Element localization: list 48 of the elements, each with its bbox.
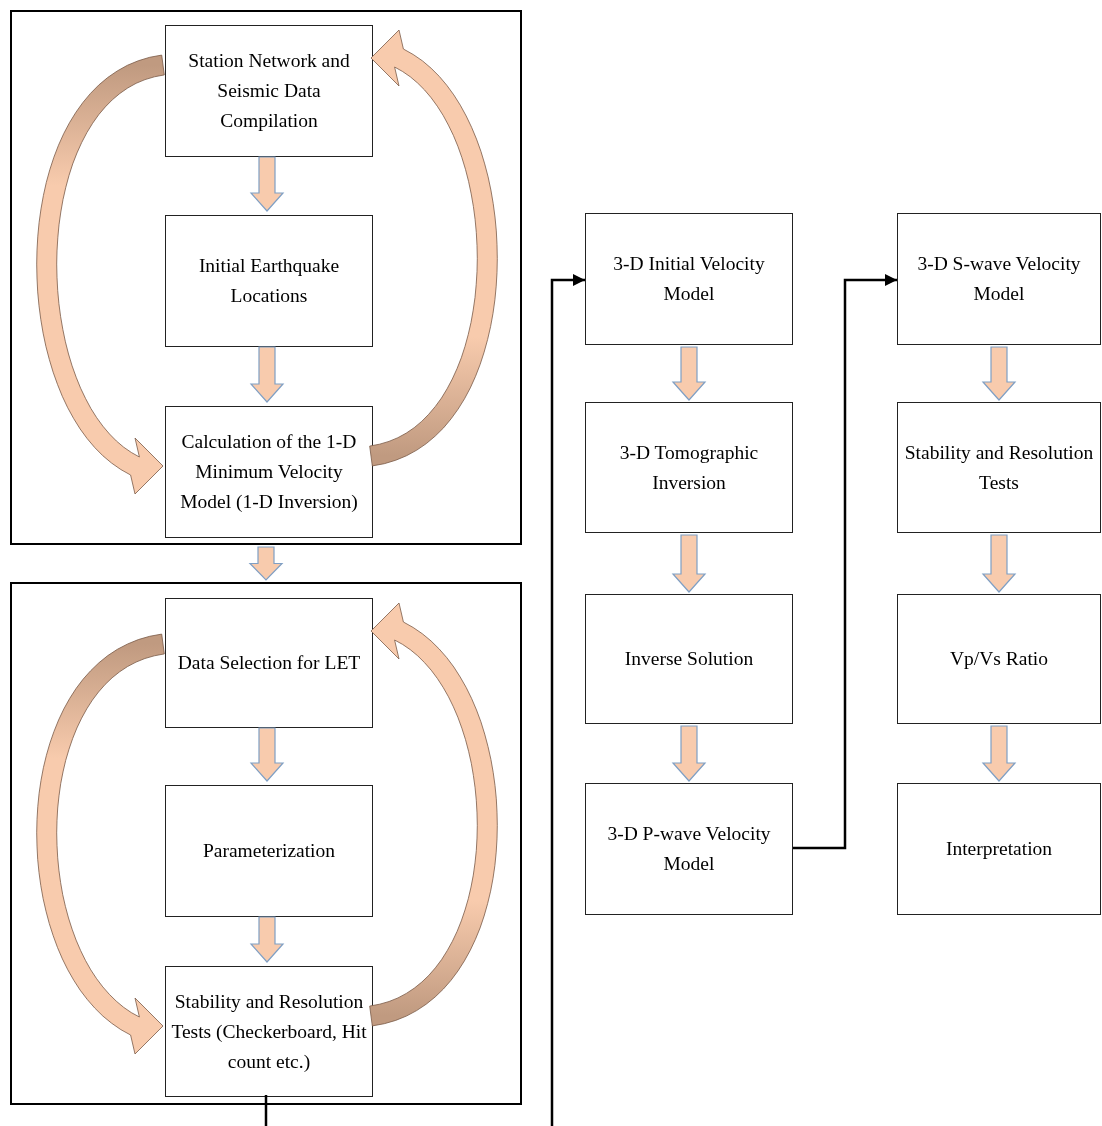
box-label: Station Network and Seismic Data Compilation xyxy=(187,49,351,133)
block-arrow xyxy=(981,725,1017,782)
connector-line xyxy=(264,1095,268,1126)
arrow xyxy=(550,274,585,1126)
block-arrow xyxy=(671,534,707,593)
process-box xyxy=(897,213,1101,345)
box-label: Stability and Resolution Tests xyxy=(903,440,1095,495)
box-label: Interpretation xyxy=(944,837,1054,861)
arrow xyxy=(793,274,897,850)
box-label: Parameterization xyxy=(201,839,337,863)
box-label: 3-D S-wave Velocity Model xyxy=(916,252,1082,306)
process-box xyxy=(897,783,1101,915)
box-label: Stability and Resolution Tests (Checkerboard, Hit count etc.) xyxy=(170,989,368,1074)
process-box xyxy=(585,783,793,915)
box-label: Initial Earthquake Locations xyxy=(197,254,341,308)
block-arrow xyxy=(671,725,707,782)
process-box xyxy=(165,785,373,917)
process-box xyxy=(165,598,373,728)
box-label: 3-D Tomographic Inversion xyxy=(618,440,760,495)
process-box xyxy=(165,406,373,538)
box-label: 3-D Initial Velocity Model xyxy=(612,252,766,306)
process-box xyxy=(165,966,373,1097)
process-box xyxy=(165,215,373,347)
block-arrow xyxy=(671,346,707,401)
process-box xyxy=(585,402,793,533)
process-box xyxy=(897,594,1101,724)
box-label: Vp/Vs Ratio xyxy=(948,647,1049,671)
process-box xyxy=(585,213,793,345)
curved-block-arrow xyxy=(36,54,165,495)
block-arrow xyxy=(249,916,285,963)
curved-block-arrow xyxy=(36,633,165,1055)
process-box xyxy=(585,594,793,724)
group-frame xyxy=(10,10,522,545)
block-arrow xyxy=(249,727,285,782)
box-label: 3-D P-wave Velocity Model xyxy=(606,822,772,876)
group-frame xyxy=(10,582,522,1105)
box-label: Calculation of the 1-D Minimum Velocity Model (1-D Inversion) xyxy=(179,430,359,514)
block-arrow xyxy=(248,546,284,581)
curved-block-arrow xyxy=(369,602,498,1027)
block-arrow xyxy=(981,346,1017,401)
curved-block-arrow xyxy=(369,29,498,467)
process-box xyxy=(165,25,373,157)
block-arrow xyxy=(249,156,285,212)
block-arrow xyxy=(249,346,285,403)
process-box xyxy=(897,402,1101,533)
box-label: Data Selection for LET xyxy=(176,651,362,675)
block-arrow xyxy=(981,534,1017,593)
box-label: Inverse Solution xyxy=(623,647,755,671)
